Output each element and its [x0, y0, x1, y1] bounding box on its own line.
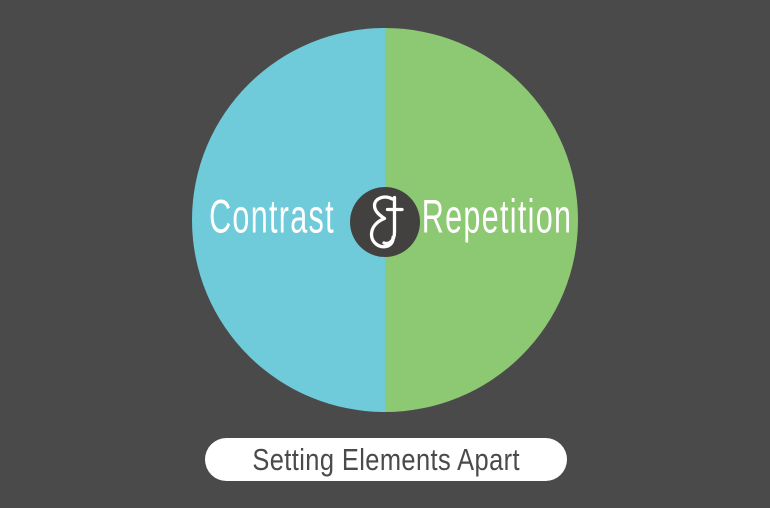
center-ampersand-badge: &: [350, 187, 420, 257]
ampersand-icon: [369, 195, 404, 249]
repetition-label-text: Repetition: [421, 189, 573, 243]
contrast-label: Contrast: [175, 193, 369, 240]
caption-text: Setting Elements Apart: [252, 442, 520, 477]
repetition-label: Repetition: [381, 193, 613, 240]
contrast-label-text: Contrast: [209, 189, 335, 243]
caption-banner: Setting Elements Apart: [205, 438, 567, 481]
